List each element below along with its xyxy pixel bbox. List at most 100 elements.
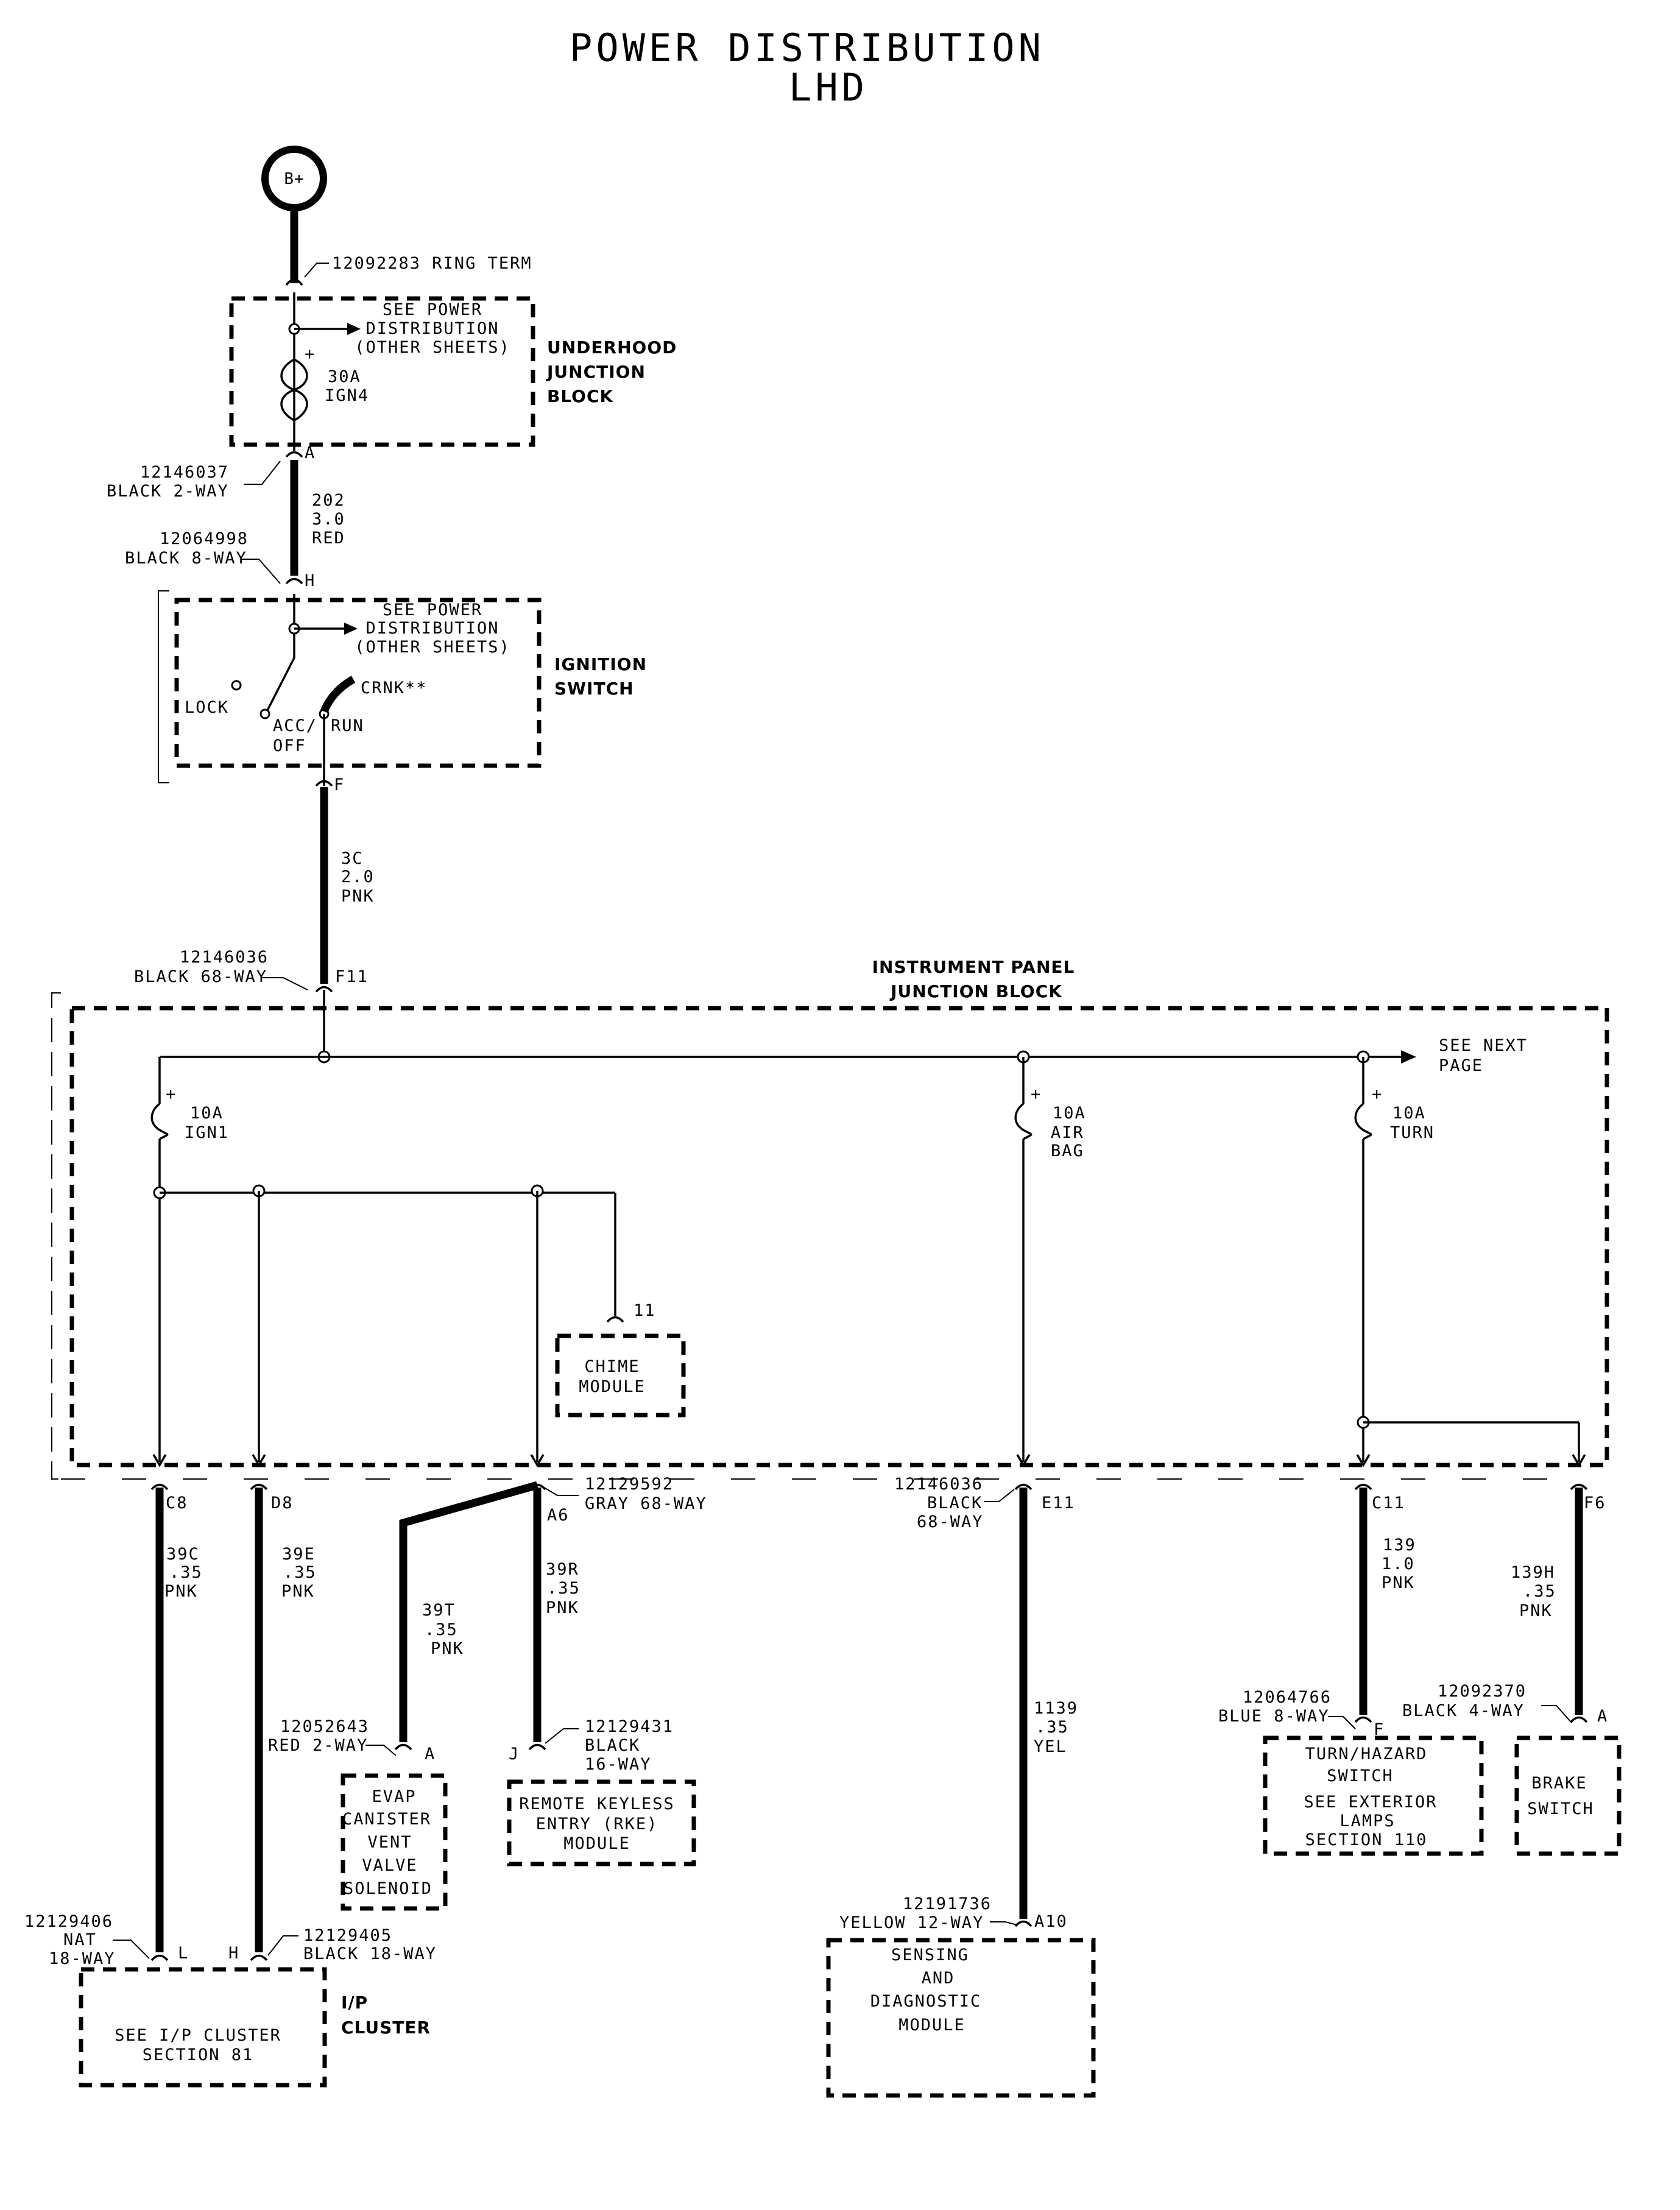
wire-39e-circuit: 39E [282, 1545, 316, 1564]
evap-label-2: CANISTER [342, 1810, 431, 1829]
conn-12129431-pin: J [509, 1745, 520, 1763]
ipjb-connector-bracket [51, 992, 61, 1480]
underhood-fuse-circuit: IGN4 [325, 386, 369, 405]
ignition-see-power-arrow-icon [344, 623, 358, 635]
conn-12146036-top-desc: BLACK 68-WAY [134, 967, 267, 986]
wire-39r-gauge: .35 [547, 1579, 581, 1598]
conn-12146037-desc: BLACK 2-WAY [107, 482, 229, 501]
ipjb-pin-f11: F11 [335, 967, 369, 986]
conn-12191736-pin: A10 [1034, 1912, 1068, 1931]
fuse-30a-icon [280, 358, 308, 422]
ipjb-turn-rating: 10A [1392, 1104, 1426, 1123]
conn-12129406-desc1: NAT [63, 1930, 97, 1949]
wire-139-gauge: 1.0 [1382, 1555, 1415, 1573]
conn-12191736-part: 12191736 [903, 1894, 992, 1913]
wire-202-gauge: 3.0 [312, 510, 345, 529]
diagram-title-line2: LHD [789, 65, 868, 110]
fuse-turn-icon [1354, 1103, 1372, 1140]
underhood-name-1: UNDERHOOD [547, 337, 677, 358]
wire-3c-circuit: 3C [341, 849, 364, 868]
evap-label-5: SOLENOID [344, 1879, 432, 1898]
underhood-see-power-2: DISTRIBUTION [365, 319, 499, 338]
ignition-lock-label: LOCK [185, 698, 229, 717]
conn-12052643-pin: A [425, 1745, 436, 1763]
turn-hazard-label-4: LAMPS [1339, 1812, 1395, 1830]
wire-39c-circuit: 39C [166, 1545, 200, 1564]
conn-12129406-desc2: 18-WAY [49, 1949, 116, 1968]
ip-cluster-name-2: CLUSTER [341, 2018, 431, 2038]
underhood-fuse-rating: 30A [328, 367, 361, 386]
sdm-label-3: DIAGNOSTIC [870, 1992, 982, 2011]
ipjb-airbag-plus: + [1031, 1085, 1042, 1104]
crank-contact-icon [320, 676, 356, 713]
see-next-page-arrow-icon [1401, 1050, 1416, 1064]
brake-label-1: BRAKE [1531, 1774, 1587, 1793]
ipjb-name-2: JUNCTION BLOCK [889, 981, 1062, 1001]
turn-hazard-label-1: TURN/HAZARD [1305, 1745, 1428, 1763]
see-power-arrow-icon [347, 323, 361, 335]
ipjb-name-1: INSTRUMENT PANEL [872, 957, 1075, 977]
turn-hazard-label-3: SEE EXTERIOR [1304, 1793, 1437, 1812]
conn-12129406-part: 12129406 [24, 1912, 113, 1931]
ip-cluster [79, 1967, 327, 2088]
bottom-connector-caps [150, 1483, 1588, 1491]
wire-39e-gauge: .35 [283, 1563, 317, 1582]
ignition-crnk-label: CRNK** [361, 679, 428, 697]
wire-3c-gauge: 2.0 [341, 867, 375, 886]
ipjb-turn-plus: + [1372, 1085, 1383, 1104]
chime-label-2: MODULE [579, 1377, 646, 1396]
conn-12146036-bottom-part: 12146036 [894, 1475, 983, 1494]
conn-12052643-part: 12052643 [280, 1717, 369, 1736]
wire-39t-gauge: .35 [425, 1620, 458, 1639]
ip-cluster-label-2: SECTION 81 [143, 2046, 254, 2064]
ipjb-ign1-rating: 10A [190, 1104, 224, 1123]
rke-label-3: MODULE [563, 1834, 630, 1853]
ignition-acc-label: ACC/ [273, 716, 317, 735]
brake-label-2: SWITCH [1527, 1799, 1594, 1818]
ip-cluster-name-1: I/P [341, 1993, 368, 2013]
conn-12052643-desc: RED 2-WAY [268, 1736, 368, 1755]
ipjb-ign1-plus: + [166, 1085, 177, 1104]
turn-hazard-label-2: SWITCH [1327, 1767, 1394, 1785]
ignition-run-label: RUN [331, 716, 364, 735]
chime-module [555, 1333, 686, 1417]
sdm-label-4: MODULE [898, 2016, 965, 2035]
conn-12064998-part: 12064998 [160, 529, 249, 548]
instrument-panel-junction-block [69, 1006, 1609, 1467]
wire-139-circuit: 139 [1383, 1536, 1416, 1555]
chime-pin-11: 11 [634, 1301, 656, 1320]
lock-position-icon [231, 680, 242, 691]
underhood-see-power-1: SEE POWER [383, 300, 482, 319]
evap-label-3: VENT [367, 1833, 412, 1852]
wire-39r-circuit: 39R [546, 1560, 579, 1579]
fuse-airbag-icon [1014, 1103, 1032, 1140]
underhood-plus: + [305, 345, 316, 364]
wire-139h-gauge: .35 [1523, 1582, 1556, 1601]
conn-12129431-desc2: 16-WAY [585, 1755, 652, 1774]
ring-term-label: 12092283 RING TERM [332, 254, 532, 273]
sensing-diagnostic-module [826, 1938, 1096, 2098]
wire-139-color: PNK [1382, 1573, 1415, 1592]
pin-f6: F6 [1584, 1494, 1606, 1513]
evap-canister-vent-solenoid [341, 1773, 448, 1911]
pin-c8: C8 [166, 1494, 188, 1513]
remote-keyless-entry-module [507, 1779, 696, 1866]
conn-12092370-pin: A [1597, 1707, 1608, 1726]
wire-39e-color: PNK [281, 1582, 315, 1601]
conn-12146036-bottom-desc1: BLACK [927, 1494, 983, 1513]
ignition-pin-f: F [334, 775, 345, 794]
wire-1139-color: YEL [1034, 1737, 1067, 1756]
ignition-see-power-2: DISTRIBUTION [365, 619, 499, 638]
ipjb-ign1-name: IGN1 [185, 1123, 229, 1142]
conn-12129431-part: 12129431 [585, 1717, 674, 1736]
wire-39t [399, 1481, 538, 1742]
wire-39c-color: PNK [164, 1582, 198, 1601]
ipjb-turn-name: TURN [1390, 1123, 1435, 1142]
turn-hazard-label-5: SECTION 110 [1305, 1830, 1428, 1849]
sdm-label-2: AND [922, 1969, 955, 1988]
ring-term-connector [285, 278, 303, 286]
conn-12064998-desc: BLACK 8-WAY [125, 549, 247, 568]
wire-202-color: RED [312, 529, 345, 548]
conn-12129592-part: 12129592 [585, 1475, 674, 1494]
